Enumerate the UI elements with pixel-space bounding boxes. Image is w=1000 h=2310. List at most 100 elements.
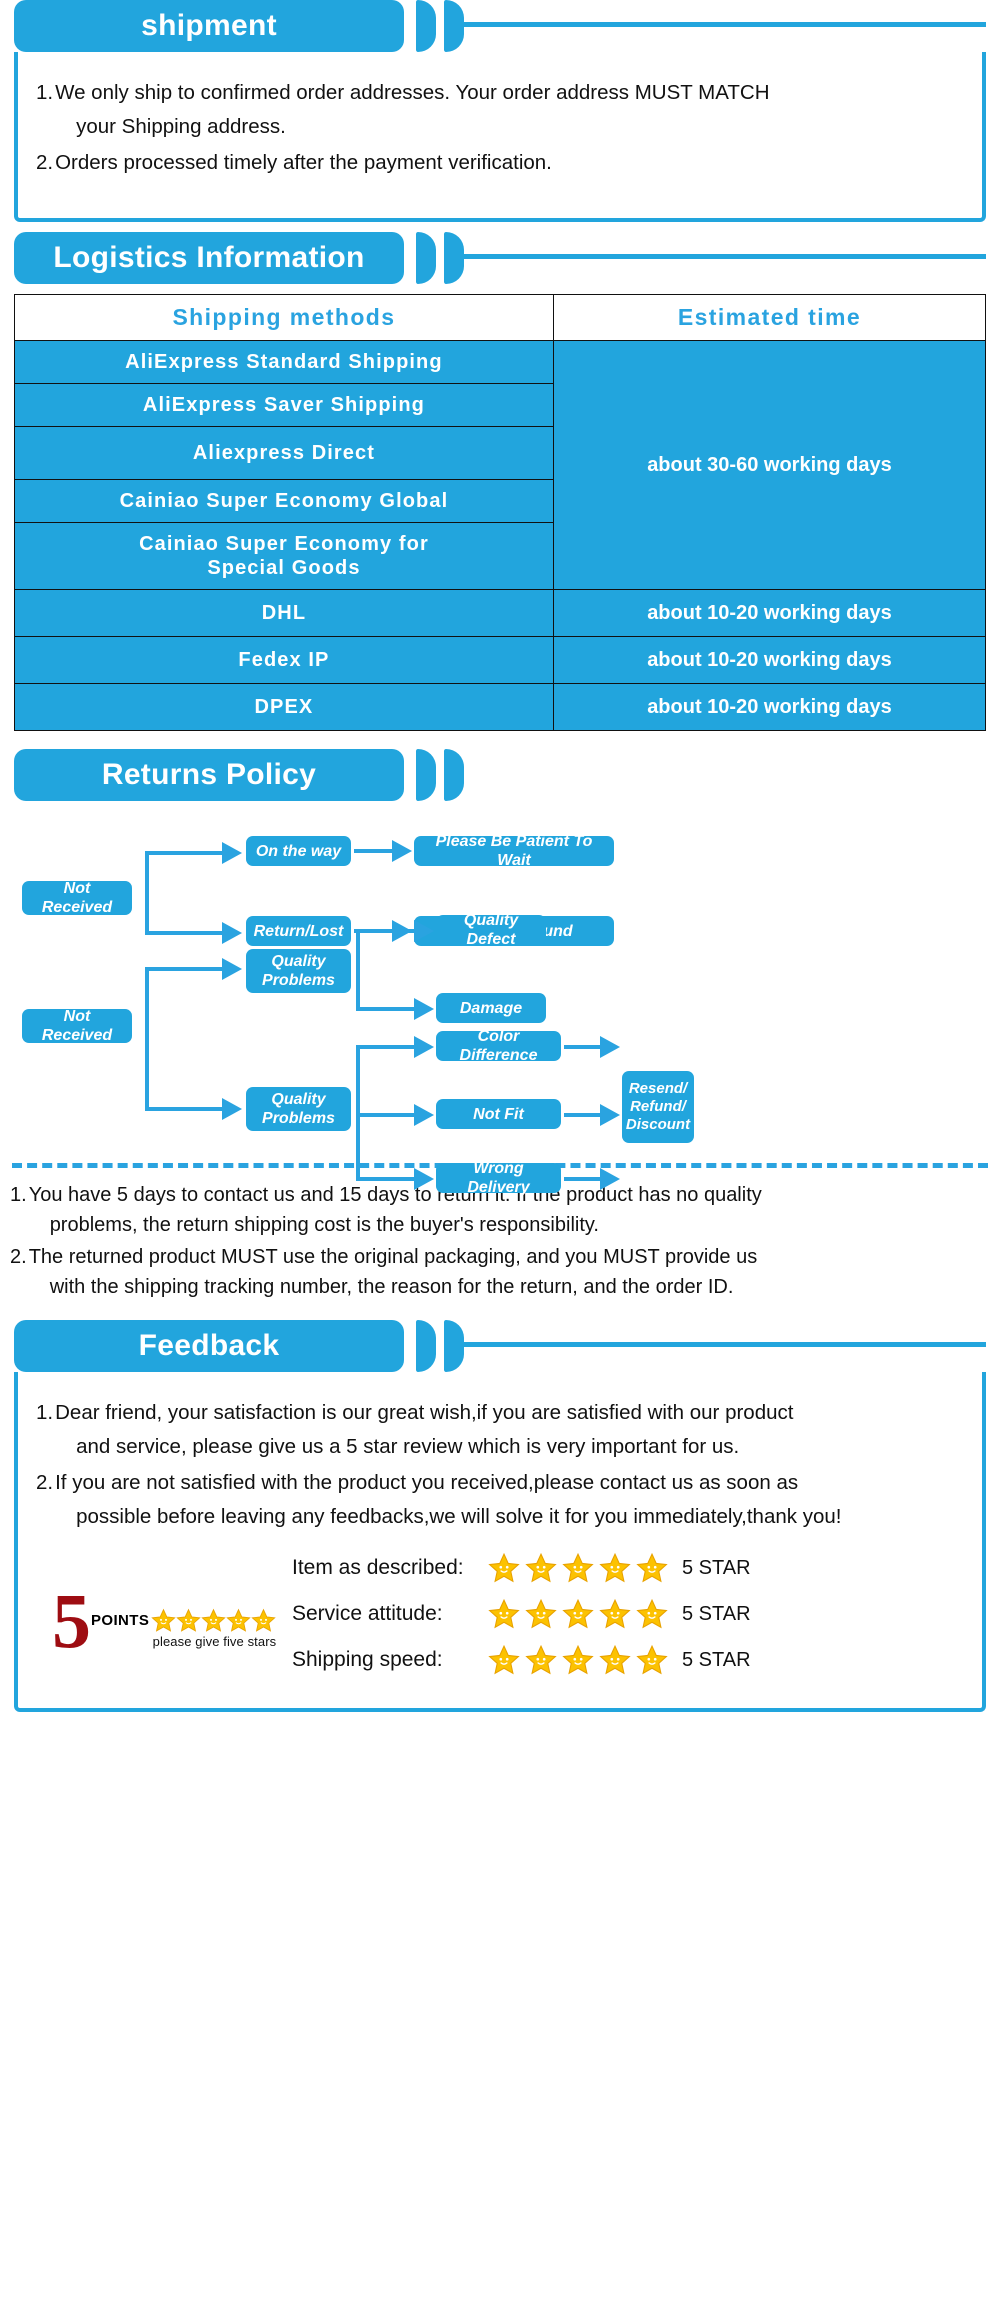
flow-connector — [356, 1113, 418, 1117]
item-text-line2: and service, please give us a 5 star rev… — [76, 1435, 740, 1458]
returns-title: Returns Policy — [101, 758, 317, 791]
d-shape-icon — [444, 749, 464, 801]
flow-arrow — [222, 958, 242, 980]
item-number: 2. — [36, 151, 54, 174]
table-row: Fedex IP about 10-20 working days — [14, 636, 987, 684]
rating-value: 5 STAR — [682, 1602, 751, 1625]
banner-double-d-icon — [416, 1320, 464, 1372]
shipping-method-cell: Fedex IP — [14, 636, 554, 684]
flow-node-color-difference: Color Difference — [436, 1028, 561, 1064]
item-text-line1: The returned product MUST use the origin… — [28, 1246, 758, 1268]
item-text-line1: If you are not satisfied with the produc… — [55, 1471, 799, 1494]
d-shape-icon — [416, 232, 436, 284]
returns-banner: Returns Policy — [14, 749, 986, 807]
item-number: 2. — [36, 1471, 54, 1494]
rating-row: Shipping speed:5 STAR — [292, 1644, 958, 1676]
item-text-line2: with the shipping tracking number, the r… — [49, 1276, 734, 1298]
flow-connector — [356, 929, 418, 933]
table-row: DPEX about 10-20 working days — [14, 683, 987, 731]
feedback-section: Feedback 1. Dear friend, your satisfacti… — [14, 1320, 986, 1712]
logistics-title: Logistics Information — [53, 241, 365, 274]
list-item: 2. The returned product MUST use the ori… — [10, 1242, 990, 1302]
shipping-method-cell: DHL — [14, 589, 554, 637]
banner-rule — [464, 1342, 986, 1347]
flow-connector — [145, 853, 149, 935]
item-number: 2. — [10, 1246, 27, 1268]
star-icon — [488, 1552, 520, 1583]
logistics-banner: Logistics Information — [14, 232, 986, 290]
flow-connector — [354, 849, 396, 853]
table-row: Cainiao Super Economy for Special Goods — [14, 522, 986, 590]
shipment-title-pill: shipment — [14, 0, 404, 52]
feedback-rating-area: 5 POINTS please give five stars Item as … — [36, 1552, 964, 1694]
flow-node-quality-problems-bottom: Quality Problems — [246, 1087, 351, 1131]
table-row: DHL about 10-20 working days — [14, 589, 987, 637]
star-icon — [201, 1608, 226, 1632]
logistics-table: Shipping methods Estimated time AliExpre… — [14, 294, 987, 731]
flow-connector — [145, 931, 225, 935]
five-points-badge: 5 POINTS please give five stars — [42, 1577, 292, 1664]
rating-star-row — [488, 1552, 668, 1584]
shipping-method-cell: AliExpress Saver Shipping — [14, 383, 554, 427]
estimated-time-cell: about 10-20 working days — [552, 589, 987, 637]
star-icon — [599, 1598, 631, 1629]
estimated-time-cell: about 10-20 working days — [552, 683, 987, 731]
shipping-method-cell: Cainiao Super Economy Global — [14, 479, 554, 523]
rating-star-row — [488, 1644, 668, 1676]
shipping-method-cell: DPEX — [14, 683, 554, 731]
flow-connector — [145, 967, 225, 971]
item-number: 1. — [10, 1184, 27, 1206]
points-star-row — [151, 1608, 276, 1633]
flow-node-wrong-delivery: Wrong Delivery — [436, 1160, 561, 1196]
star-icon — [562, 1598, 594, 1629]
list-item: 2. If you are not satisfied with the pro… — [36, 1466, 964, 1534]
shipment-body: 1. We only ship to confirmed order addre… — [14, 52, 986, 222]
rating-row: Service attitude: 5 STAR — [292, 1598, 958, 1630]
item-text-line2: problems, the return shipping cost is th… — [49, 1214, 599, 1236]
star-icon — [151, 1608, 176, 1632]
feedback-banner: Feedback — [14, 1320, 986, 1378]
banner-rule — [464, 254, 986, 259]
banner-double-d-icon — [416, 0, 464, 52]
flow-connector — [145, 851, 225, 855]
feedback-title-pill: Feedback — [14, 1320, 404, 1372]
star-icon — [525, 1644, 557, 1675]
flow-arrow — [414, 1168, 434, 1190]
flow-connector — [145, 1107, 225, 1111]
item-text-line2: your Shipping address. — [76, 115, 286, 138]
flow-connector — [564, 1113, 606, 1117]
logistics-section: Logistics Information — [14, 232, 986, 290]
feedback-title: Feedback — [138, 1329, 280, 1362]
flow-connector — [356, 929, 360, 1011]
estimated-time-cell: about 30-60 working days — [552, 340, 987, 590]
logistics-title-pill: Logistics Information — [14, 232, 404, 284]
flow-arrow — [414, 1104, 434, 1126]
flow-node-quality-defect: Quality Defect — [436, 912, 546, 948]
d-shape-icon — [416, 749, 436, 801]
feedback-list: 1. Dear friend, your satisfaction is our… — [36, 1396, 964, 1534]
flow-arrow — [414, 920, 434, 942]
list-item: 2. Orders processed timely after the pay… — [36, 146, 964, 180]
estimated-time-cell: about 10-20 working days — [552, 636, 987, 684]
rating-label: Service attitude: — [292, 1602, 443, 1625]
shipping-method-cell: Cainiao Super Economy for Special Goods — [14, 522, 554, 590]
logistics-table-wrap: Shipping methods Estimated time AliExpre… — [14, 294, 987, 731]
flow-arrow — [600, 1036, 620, 1058]
flow-node-not-received-a: Not Received — [22, 880, 132, 916]
points-number: 5 — [52, 1577, 91, 1664]
star-icon — [525, 1552, 557, 1583]
table-row: Aliexpress Direct — [14, 426, 986, 480]
star-icon — [636, 1644, 668, 1675]
item-text-line1: We only ship to confirmed order addresse… — [55, 81, 770, 104]
rating-value: 5 STAR — [682, 1556, 751, 1579]
flow-arrow — [600, 1104, 620, 1126]
star-icon — [251, 1608, 276, 1632]
star-icon — [562, 1644, 594, 1675]
flow-arrow — [222, 1098, 242, 1120]
star-icon — [636, 1598, 668, 1629]
rating-label: Shipping speed: — [292, 1648, 443, 1671]
star-icon — [562, 1552, 594, 1583]
flow-node-on-the-way: On the way — [246, 836, 351, 866]
shipment-section: shipment 1. We only ship to confirmed or… — [14, 0, 986, 222]
